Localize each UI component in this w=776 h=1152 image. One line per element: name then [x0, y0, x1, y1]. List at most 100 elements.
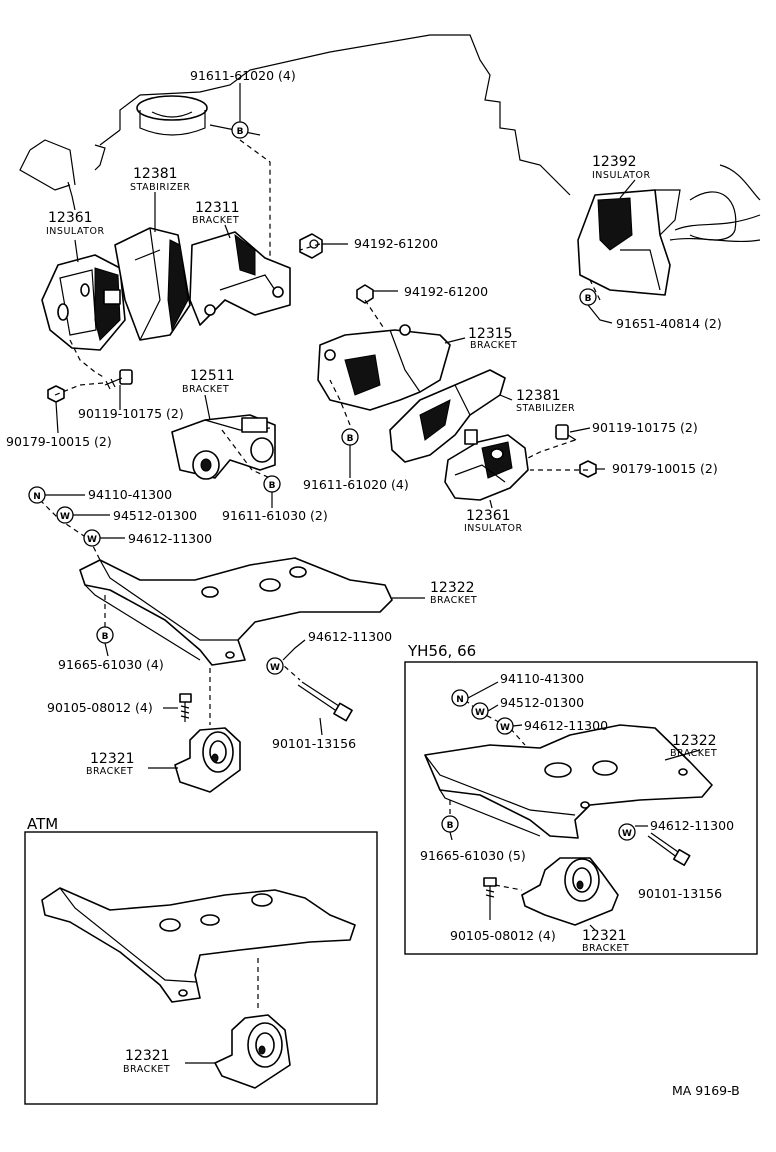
svg-text:W: W	[87, 535, 97, 545]
insulator-12361-left	[41, 254, 126, 351]
label-91611-61020-mid: 91611-61020 (4)	[303, 477, 409, 492]
atm-header: ATM	[27, 815, 58, 833]
bracket-12511	[171, 414, 276, 480]
label-stabirizer: STABIRIZER	[130, 182, 190, 193]
label-94192-61200-b: 94192-61200	[404, 284, 488, 299]
label-90119-left: 90119-10175 (2)	[78, 406, 184, 421]
label-insulator-12392: INSULATOR	[592, 170, 651, 181]
label-12315: 12315	[468, 326, 513, 342]
yh-symbol-w-3: W	[618, 823, 636, 841]
svg-text:B: B	[447, 821, 454, 831]
symbol-n-main: N	[28, 486, 46, 504]
symbol-w-main-2: W	[83, 529, 101, 547]
bolt-90119-left	[104, 369, 133, 390]
label-bracket-12311: BRACKET	[192, 215, 239, 226]
symbol-w-94612-b: W	[266, 657, 284, 675]
labels: 91611-61020 (4) 12381 STABIRIZER 12311 B…	[6, 68, 740, 1098]
label-94110-41300: 94110-41300	[88, 487, 172, 502]
stabirizer-12381-top	[114, 227, 191, 341]
engine-block-outline	[19, 34, 571, 196]
label-94612-11300-b: 94612-11300	[308, 629, 392, 644]
yh-bracket-12322	[424, 724, 713, 839]
label-bracket-12511: BRACKET	[182, 384, 229, 395]
yh-bolt-90105	[483, 877, 497, 905]
label-yh-bracket-12322: BRACKET	[670, 748, 717, 759]
label-90179-right: 90179-10015 (2)	[612, 461, 718, 476]
yh-bracket-12321	[521, 857, 619, 926]
symbol-b-top: B	[231, 121, 249, 139]
svg-text:B: B	[269, 481, 276, 491]
label-insulator-right: INSULATOR	[464, 523, 523, 534]
symbol-b-12511: B	[263, 475, 281, 493]
yh-symbol-w-1: W	[471, 702, 489, 720]
label-91611-61020-top: 91611-61020 (4)	[190, 68, 296, 83]
label-bracket-12322: BRACKET	[430, 595, 477, 606]
yh-header: YH56, 66	[407, 642, 476, 660]
bolt-94192-b	[356, 284, 374, 304]
yh-dashed-connectors	[449, 699, 526, 891]
svg-text:N: N	[33, 492, 41, 502]
symbol-w-main-1: W	[56, 506, 74, 524]
yh-leader-lines	[449, 681, 701, 931]
label-12381-top: 12381	[133, 166, 178, 182]
label-12381-right: 12381	[516, 388, 561, 404]
label-90105-4: 90105-08012 (4)	[47, 700, 153, 715]
label-yh-90101: 90101-13156	[638, 886, 722, 901]
yh-symbol-b: B	[441, 815, 459, 833]
label-bracket-12315: BRACKET	[470, 340, 517, 351]
label-yh-90105: 90105-08012 (4)	[450, 928, 556, 943]
yh-symbol-w-2: W	[496, 717, 514, 735]
label-12311: 12311	[195, 200, 240, 216]
svg-text:W: W	[622, 829, 632, 839]
label-12361-left: 12361	[48, 210, 93, 226]
label-91651-40814: 91651-40814 (2)	[616, 316, 722, 331]
leader-lines	[45, 83, 636, 769]
nut-90179-right	[579, 460, 597, 478]
svg-text:B: B	[585, 294, 592, 304]
label-94192-61200-a: 94192-61200	[354, 236, 438, 251]
svg-text:B: B	[347, 434, 354, 444]
label-94512-01300: 94512-01300	[113, 508, 197, 523]
svg-text:W: W	[500, 723, 510, 733]
label-91611-61030: 91611-61030 (2)	[222, 508, 328, 523]
label-yh-94612-a: 94612-11300	[524, 718, 608, 733]
label-yh-91665: 91665-61030 (5)	[420, 848, 526, 863]
label-stabilizer-right: STABILIZER	[516, 403, 575, 414]
bracket-12311	[189, 231, 291, 326]
label-atm-bracket: BRACKET	[123, 1064, 170, 1075]
label-yh-12322: 12322	[672, 733, 717, 749]
yh-symbol-n: N	[451, 689, 469, 707]
label-yh-94512: 94512-01300	[500, 695, 584, 710]
label-94612-11300-a: 94612-11300	[128, 531, 212, 546]
label-90119-right: 90119-10175 (2)	[592, 420, 698, 435]
label-91665-61030-4: 91665-61030 (4)	[58, 657, 164, 672]
atm-bracket-12322	[41, 887, 356, 1003]
insulator-12392	[577, 164, 761, 296]
label-yh-12321: 12321	[582, 928, 627, 944]
label-12322: 12322	[430, 580, 475, 596]
bolt-94192-a	[299, 233, 323, 259]
symbol-b-12322: B	[96, 626, 114, 644]
bolt-90105-left	[179, 693, 192, 722]
svg-text:W: W	[475, 708, 485, 718]
label-atm-12321: 12321	[125, 1048, 170, 1064]
dashed-connectors	[39, 139, 601, 725]
label-12392: 12392	[592, 154, 637, 170]
label-yh-bracket-12321: BRACKET	[582, 943, 629, 954]
insulator-12361-right	[444, 429, 529, 501]
symbol-b-12392: B	[579, 288, 597, 306]
label-90179-left: 90179-10015 (2)	[6, 434, 112, 449]
svg-text:W: W	[60, 512, 70, 522]
label-12321: 12321	[90, 751, 135, 767]
atm-bracket-12321	[214, 1014, 291, 1089]
svg-text:N: N	[456, 695, 464, 705]
bracket-12322	[79, 557, 393, 666]
label-bracket-12321: BRACKET	[86, 766, 133, 777]
atm-frame	[24, 831, 378, 1105]
bolt-90101	[297, 681, 353, 722]
label-yh-94612-b: 94612-11300	[650, 818, 734, 833]
footer-code: MA 9169-B	[672, 1083, 740, 1098]
label-12511: 12511	[190, 368, 235, 384]
stabilizer-12381-right	[389, 369, 506, 463]
